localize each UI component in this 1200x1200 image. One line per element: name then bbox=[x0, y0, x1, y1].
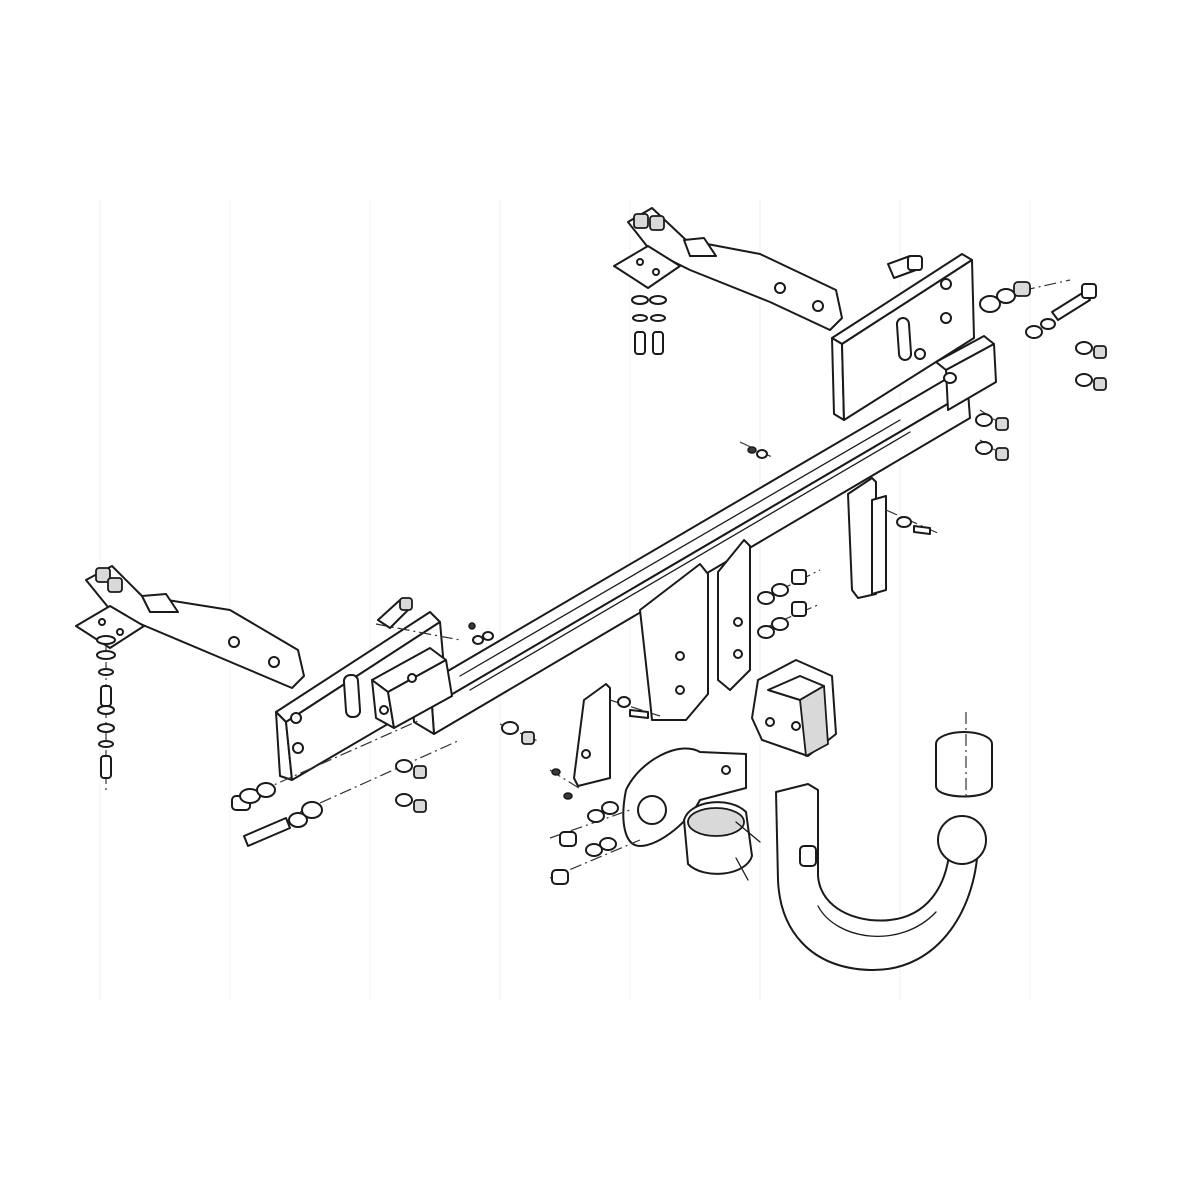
fasteners-right bbox=[887, 255, 1107, 461]
ball-mount-receiver bbox=[751, 659, 837, 757]
center-support-brackets bbox=[573, 477, 887, 787]
right-mounting-bracket bbox=[613, 207, 843, 331]
fasteners-left bbox=[231, 597, 535, 847]
tow-ball-cap bbox=[935, 712, 993, 800]
socket-plate bbox=[622, 747, 747, 847]
left-bolt-stack bbox=[96, 635, 116, 790]
left-mounting-bracket bbox=[75, 565, 305, 689]
right-bolt-stack bbox=[631, 295, 667, 355]
detachable-tow-ball bbox=[775, 783, 987, 972]
left-side-plate bbox=[275, 611, 453, 781]
right-side-plate bbox=[831, 253, 997, 421]
fasteners-center bbox=[468, 446, 931, 885]
electrical-socket bbox=[683, 801, 761, 881]
